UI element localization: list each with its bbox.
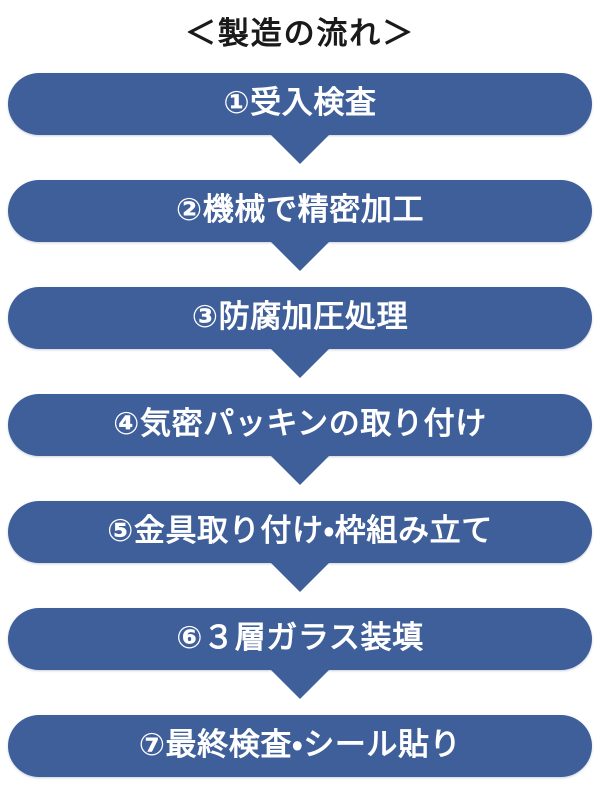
flow-step-4: ④気密パッキンの取り付け: [0, 394, 600, 501]
step-label-7: ⑦最終検査・シール貼り: [138, 727, 462, 762]
flow-step-7: ⑦最終検査・シール貼り: [0, 715, 600, 777]
flow-step-2: ②機械で精密加工: [0, 180, 600, 287]
step-label-1: ①受入検査: [223, 85, 377, 120]
step-box-3[interactable]: ③防腐加圧処理: [8, 287, 592, 349]
down-arrow-icon-5: [267, 559, 333, 592]
step-label-6: ⑥３層ガラス装填: [176, 620, 424, 655]
flow-step-list: ①受入検査 ②機械で精密加工 ③防腐加圧処理 ④気密パッキンの取り付け ⑤金具取: [0, 73, 600, 777]
step-box-7[interactable]: ⑦最終検査・シール貼り: [8, 715, 592, 777]
step-label-5: ⑤金具取り付け・枠組み立て: [107, 513, 493, 548]
down-arrow-icon-6: [267, 666, 333, 699]
flow-step-6: ⑥３層ガラス装填: [0, 608, 600, 715]
down-arrow-icon-3: [267, 345, 333, 378]
flow-step-5: ⑤金具取り付け・枠組み立て: [0, 501, 600, 608]
flow-step-3: ③防腐加圧処理: [0, 287, 600, 394]
step-label-2: ②機械で精密加工: [175, 192, 425, 227]
step-box-2[interactable]: ②機械で精密加工: [8, 180, 592, 242]
page-title: ＜製造の流れ＞: [184, 16, 416, 51]
down-arrow-icon-1: [267, 131, 333, 164]
step-label-3: ③防腐加圧処理: [191, 299, 409, 334]
down-arrow-icon-2: [267, 238, 333, 271]
step-box-4[interactable]: ④気密パッキンの取り付け: [8, 394, 592, 456]
flow-step-1: ①受入検査: [0, 73, 600, 180]
step-box-6[interactable]: ⑥３層ガラス装填: [8, 608, 592, 670]
step-label-4: ④気密パッキンの取り付け: [113, 406, 487, 441]
step-box-5[interactable]: ⑤金具取り付け・枠組み立て: [8, 501, 592, 563]
down-arrow-icon-4: [267, 452, 333, 485]
step-box-1[interactable]: ①受入検査: [8, 73, 592, 135]
